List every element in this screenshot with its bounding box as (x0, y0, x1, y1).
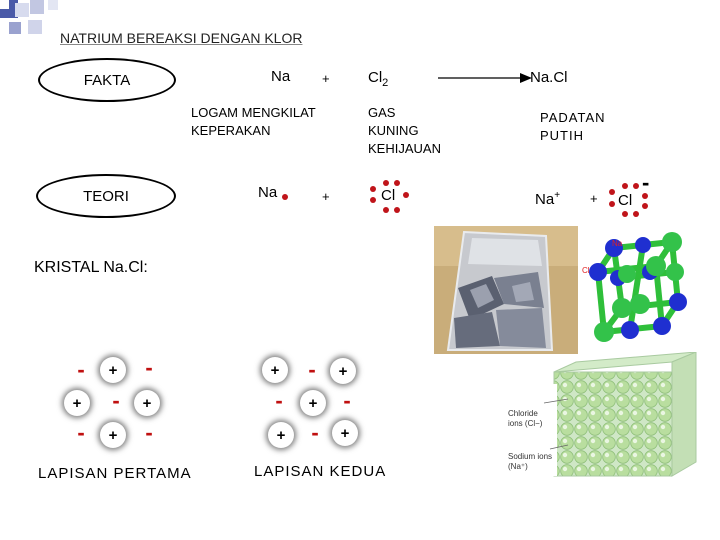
layer1-anion: - (101, 388, 131, 414)
corner-square (48, 0, 58, 10)
cl-ion-electron (642, 203, 648, 209)
corner-square (30, 0, 44, 14)
cl-electron (370, 186, 376, 192)
na-valence-electron (282, 194, 288, 200)
layer1-anion: - (134, 420, 164, 446)
cl-electron (370, 197, 376, 203)
layer1-cation: + (100, 422, 126, 448)
layer2-caption: LAPISAN KEDUA (254, 463, 386, 480)
fakta-desc-cl: GAS KUNING KEHIJAUAN (368, 104, 441, 158)
layer2-anion: - (297, 357, 327, 383)
corner-square (9, 22, 21, 34)
na-ion-charge: + (554, 190, 560, 201)
cl-ion-electron (622, 211, 628, 217)
fakta-cl2-subscript: 2 (382, 77, 388, 89)
teori-ellipse: TEORI (36, 174, 176, 218)
fakta-ellipse: FAKTA (38, 58, 176, 102)
teori-plus-2: + (590, 190, 598, 208)
fakta-label: FAKTA (84, 72, 130, 89)
teori-label: TEORI (83, 188, 129, 205)
fakta-nacl: Na.Cl (530, 69, 568, 86)
layer2-cation: + (332, 420, 358, 446)
teori-na-ion: Na+ (535, 190, 560, 208)
layer1-caption: LAPISAN PERTAMA (38, 465, 192, 482)
layer2-cation: + (268, 422, 294, 448)
teori-plus: + (322, 188, 330, 206)
layer2-anion: - (332, 388, 362, 414)
cl-electron (403, 192, 409, 198)
layer2-cation: + (300, 390, 326, 416)
layer2-anion: - (264, 388, 294, 414)
layer2-cation: + (330, 358, 356, 384)
fakta-desc-na: LOGAM MENGKILAT KEPERAKAN (191, 104, 316, 140)
fakta-cl2-symbol: Cl (368, 69, 382, 86)
salt-crystal-photo (434, 226, 578, 354)
sodium-ions-label: Sodium ions (Na⁺) (508, 452, 552, 472)
teori-cl: Cl (381, 187, 395, 204)
model-na-label: Na (612, 239, 623, 248)
fakta-desc-nacl: PADATAN PUTIH (540, 109, 606, 145)
chloride-ions-label: Chloride ions (Cl−) (508, 409, 542, 429)
page-title: NATRIUM BEREAKSI DENGAN KLOR (60, 30, 302, 46)
layer1-cation: + (100, 357, 126, 383)
layer2-anion: - (300, 420, 330, 446)
cl-ion-electron (642, 193, 648, 199)
corner-square (0, 0, 9, 9)
cl-ion-electron (609, 189, 615, 195)
na-ion-symbol: Na (535, 191, 554, 208)
cl-electron (383, 180, 389, 186)
nacl-3d-model: Na Cl (582, 228, 700, 352)
cl-electron (394, 180, 400, 186)
cl-ion-electron (622, 183, 628, 189)
cl-ion-electron (609, 201, 615, 207)
cl-ion-electron (633, 211, 639, 217)
layer1-anion: - (66, 357, 96, 383)
fakta-cl2: Cl2 (368, 69, 388, 89)
teori-cl-ion: Cl (618, 192, 632, 209)
layer2-cation: + (262, 357, 288, 383)
layer1-cation: + (134, 390, 160, 416)
layer1-anion: - (134, 355, 164, 381)
layer1-cation: + (64, 390, 90, 416)
cl-electron (383, 207, 389, 213)
fakta-plus: + (322, 70, 330, 88)
model-cl-label: Cl (582, 266, 590, 275)
layer1-anion: - (66, 420, 96, 446)
corner-square (28, 20, 42, 34)
corner-square (15, 3, 29, 17)
cl-ion-electron (633, 183, 639, 189)
teori-na: Na (258, 184, 277, 201)
cl-electron (394, 207, 400, 213)
reaction-arrow-icon (436, 70, 536, 86)
fakta-na: Na (271, 68, 290, 85)
kristal-label: KRISTAL Na.Cl: (34, 259, 148, 277)
